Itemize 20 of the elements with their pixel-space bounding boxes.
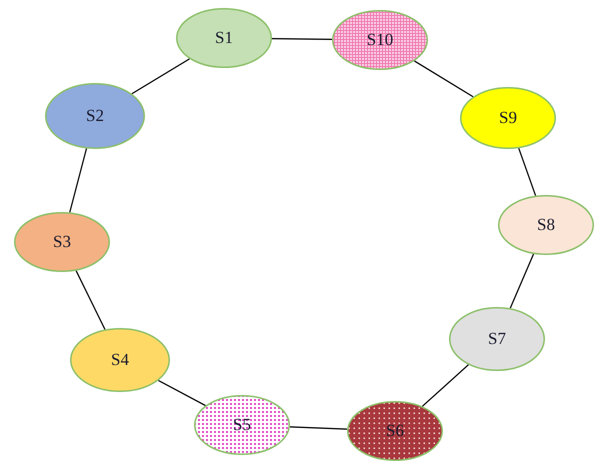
- node-label: S5: [233, 415, 251, 435]
- connector-line: [76, 270, 106, 330]
- node-label: S4: [111, 350, 129, 370]
- node-label: S10: [366, 30, 394, 50]
- connector-line: [158, 380, 206, 406]
- connector-line: [69, 148, 88, 213]
- node-label: S9: [499, 108, 517, 128]
- connector-line: [272, 38, 332, 40]
- node-label: S3: [53, 232, 71, 252]
- connector-line: [510, 254, 534, 308]
- node-label: S8: [537, 215, 555, 235]
- connector-line: [290, 426, 348, 430]
- node-label: S6: [386, 421, 404, 441]
- connector-line: [518, 148, 536, 196]
- connector-line: [132, 58, 190, 94]
- node-label: S2: [86, 106, 104, 126]
- node-label: S1: [215, 28, 233, 48]
- connector-line: [414, 60, 474, 98]
- connector-line: [422, 364, 469, 407]
- node-label: S7: [488, 329, 506, 349]
